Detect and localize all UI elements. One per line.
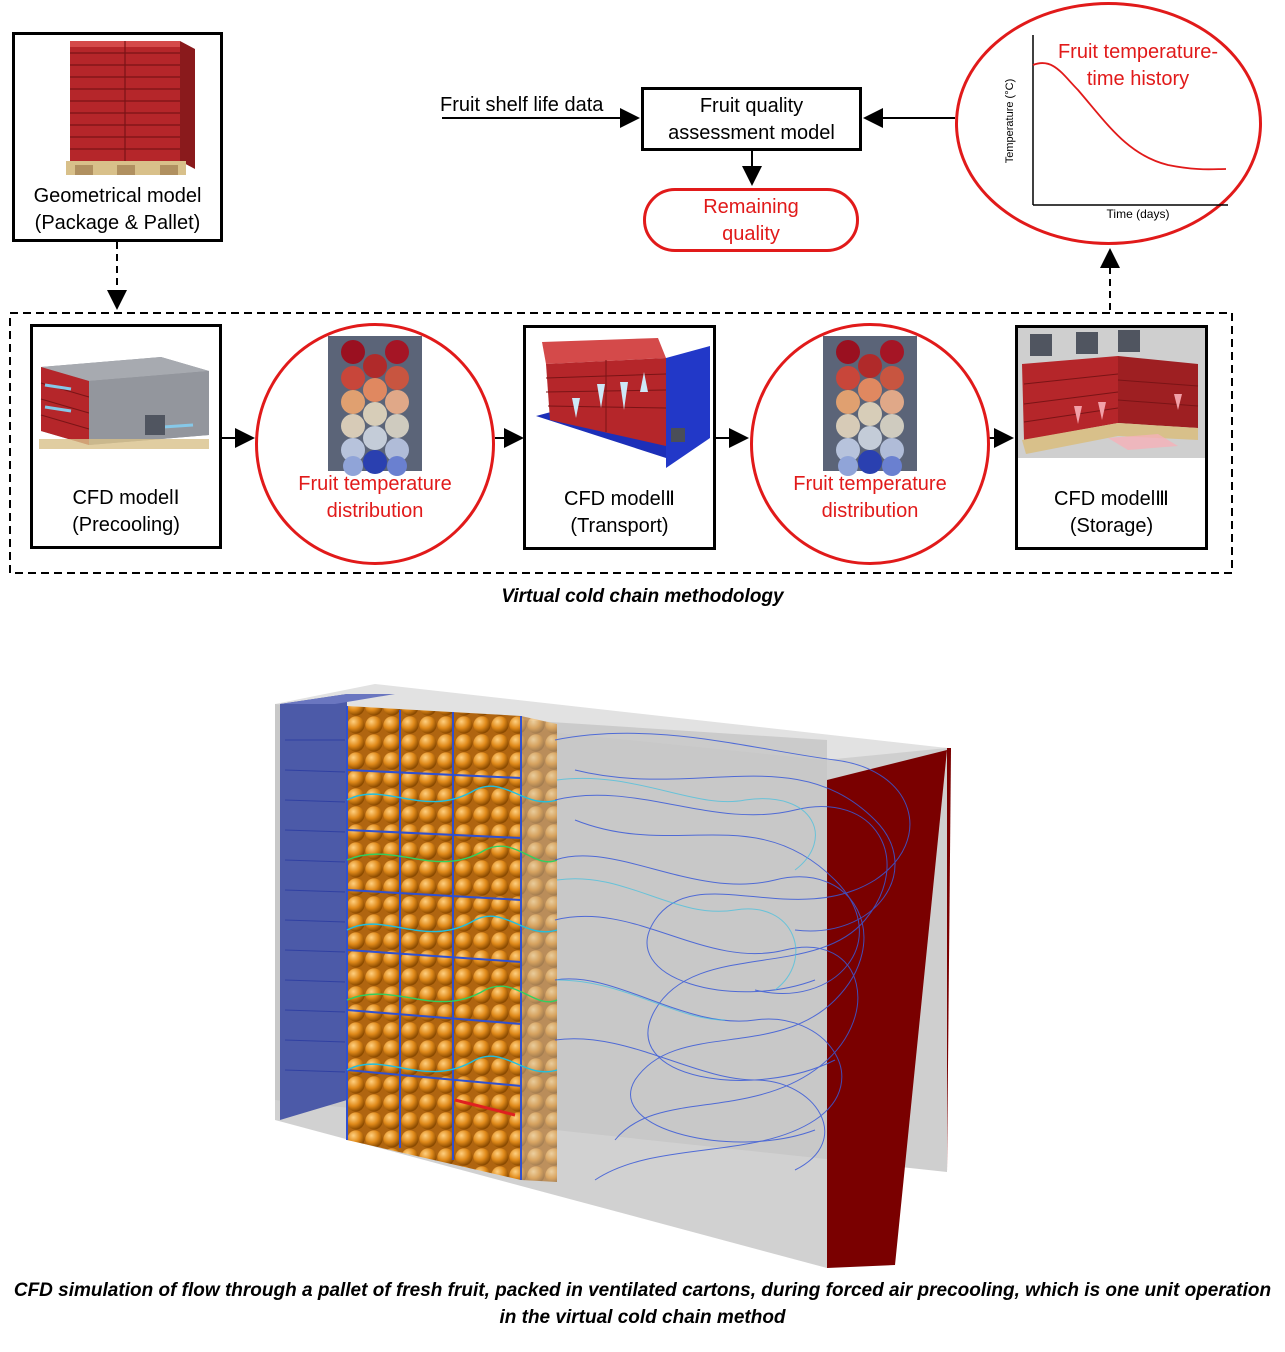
geometry-model-label: Geometrical model (Package & Pallet) <box>33 185 202 234</box>
cfd-model-precooling-label: CFD modelⅠ (Precooling) <box>72 487 180 536</box>
cfd-model-transport-label: CFD modelⅡ (Transport) <box>564 488 675 537</box>
temp-history-title: Fruit temperature- time history <box>1057 41 1219 90</box>
temp-distribution-label-1: Fruit temperature distribution <box>298 473 452 522</box>
remaining-quality-box: Remaining quality <box>643 188 859 252</box>
cfd-model-transport-box: CFD modelⅡ (Transport) <box>523 325 716 550</box>
pallet-crate-image <box>66 41 195 175</box>
quality-model-box: Fruit quality assessment model <box>641 87 862 151</box>
storage-image <box>1018 328 1205 458</box>
shelf-life-label: Fruit shelf life data <box>440 94 604 116</box>
temp-history-ylabel: Temperature (°C) <box>1004 78 1016 164</box>
temp-distribution-circle-1: Fruit temperature distribution <box>255 323 495 565</box>
temp-distribution-map-1 <box>328 336 422 476</box>
temp-history-circle: Fruit temperature- time history Temperat… <box>955 2 1262 245</box>
connector-layer <box>9 108 1233 574</box>
transport-image <box>536 338 710 468</box>
temp-history-xlabel: Time (days) <box>1106 207 1170 221</box>
cfd-simulation-image <box>275 684 951 1268</box>
quality-model-label: Fruit quality assessment model <box>668 95 835 144</box>
temp-distribution-label-2: Fruit temperature distribution <box>793 473 947 522</box>
temp-distribution-circle-2: Fruit temperature distribution <box>750 323 990 565</box>
temp-curve <box>1032 62 1227 171</box>
remaining-quality-label: Remaining quality <box>703 196 799 245</box>
cfd-model-storage-label: CFD modelⅢ (Storage) <box>1054 488 1169 537</box>
cfd-model-precooling-box: CFD modelⅠ (Precooling) <box>30 324 222 549</box>
simulation-caption: CFD simulation of flow through a pallet … <box>13 1280 1272 1328</box>
temp-history-chart <box>1032 35 1228 206</box>
precooling-image <box>39 357 209 449</box>
cold-chain-caption: Virtual cold chain methodology <box>501 586 784 607</box>
geometry-model-box: Geometrical model (Package & Pallet) <box>12 32 223 242</box>
cold-chain-frame <box>9 312 1233 574</box>
temp-distribution-map-2 <box>823 336 917 476</box>
cfd-model-storage-box: CFD modelⅢ (Storage) <box>1015 325 1208 550</box>
